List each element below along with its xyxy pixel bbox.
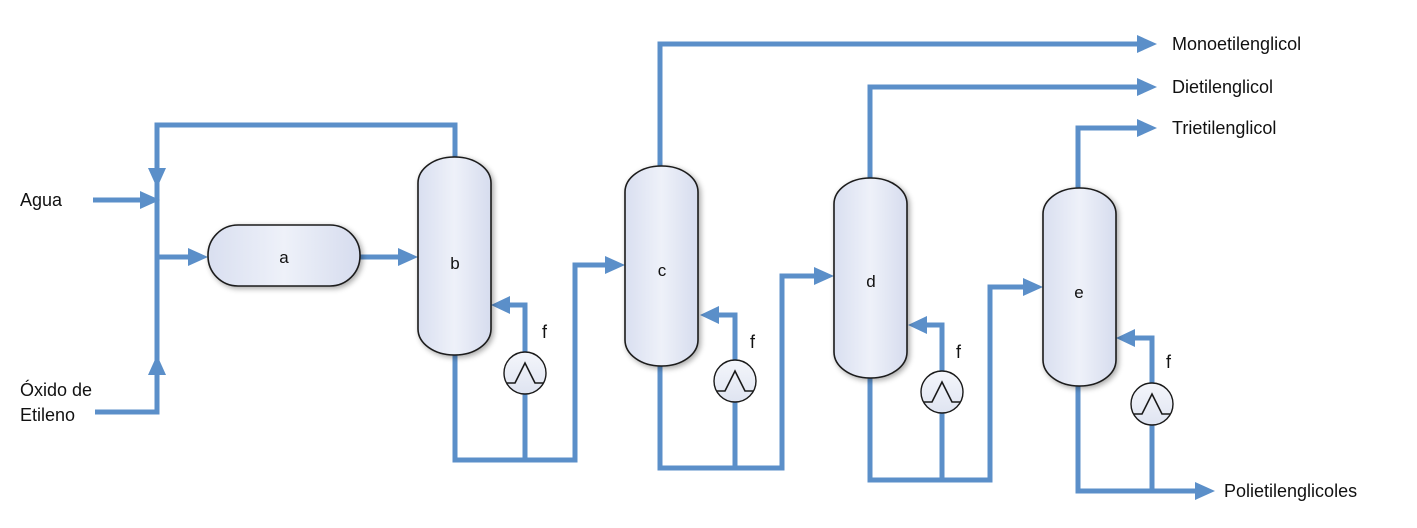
arrow-teg-out	[1137, 119, 1157, 137]
arrow-water-in	[140, 191, 160, 209]
column-b-label: b	[450, 254, 459, 273]
d-overhead-line	[867, 84, 1140, 180]
arrow-to-c	[605, 256, 625, 274]
b-reboiler-loop	[505, 302, 528, 460]
column-e-label: e	[1074, 283, 1083, 302]
e-reboiler-loop	[1130, 335, 1155, 491]
arrow-d-reboil	[908, 316, 927, 334]
ethylene-oxide-label-line1: Óxido de	[20, 379, 92, 400]
arrow-meg-out	[1137, 35, 1157, 53]
column-d-label: d	[866, 272, 875, 291]
flow-lines	[93, 41, 1198, 494]
exchanger-wave-icon	[1134, 392, 1170, 415]
c-bottoms-line	[657, 273, 818, 471]
equipment	[207, 156, 1117, 387]
reactor-a-label: a	[279, 248, 289, 267]
reactor-a	[207, 224, 361, 287]
product-meg-label: Monoetilenglicol	[1172, 34, 1301, 54]
heat-exchanger-c	[713, 359, 757, 403]
arrow-to-b	[398, 248, 418, 266]
d-reboiler-loop	[922, 322, 945, 480]
product-teg-label: Trietilenglicol	[1172, 118, 1276, 138]
arrow-to-reactor	[188, 248, 208, 266]
column-e	[1042, 187, 1117, 387]
arrow-recycle-down	[148, 168, 166, 188]
ethylene-oxide-label-line2: Etileno	[20, 405, 75, 425]
exchanger-e-label: f	[1166, 352, 1172, 372]
b-bottoms-line	[452, 262, 610, 463]
arrow-oxide-up	[148, 355, 166, 375]
heat-exchanger-e	[1130, 382, 1174, 426]
column-d	[833, 177, 908, 379]
product-deg-label: Dietilenglicol	[1172, 77, 1273, 97]
labels: Agua Óxido de Etileno a b c d e f f f f …	[20, 34, 1357, 501]
arrow-to-d	[814, 267, 834, 285]
exchanger-c-label: f	[750, 332, 756, 352]
arrow-to-e	[1023, 278, 1043, 296]
exchanger-b-label: f	[542, 322, 548, 342]
e-overhead-line	[1075, 125, 1140, 190]
heat-exchanger-b	[503, 351, 547, 395]
arrow-deg-out	[1137, 78, 1157, 96]
column-c-label: c	[658, 261, 667, 280]
exchanger-wave-icon	[924, 380, 960, 403]
recycle-line	[154, 122, 458, 170]
water-label: Agua	[20, 190, 63, 210]
exchanger-d-label: f	[956, 342, 962, 362]
d-bottoms-line	[867, 284, 1028, 483]
exchanger-wave-icon	[717, 369, 753, 392]
arrow-b-reboil	[491, 296, 510, 314]
e-bottoms-line	[1075, 385, 1198, 494]
product-peg-label: Polietilenglicoles	[1224, 481, 1357, 501]
arrow-c-reboil	[700, 306, 719, 324]
column-c	[624, 165, 699, 367]
ethylene-oxide-feed-line	[95, 372, 160, 415]
exchanger-wave-icon	[507, 361, 543, 384]
arrowheads	[140, 35, 1215, 500]
column-b	[417, 156, 492, 356]
arrow-peg-out	[1195, 482, 1215, 500]
arrow-e-reboil	[1116, 329, 1135, 347]
heat-exchanger-d	[920, 370, 964, 414]
heat-exchangers	[503, 351, 1174, 426]
c-reboiler-loop	[715, 312, 738, 468]
c-overhead-line	[657, 41, 1140, 168]
